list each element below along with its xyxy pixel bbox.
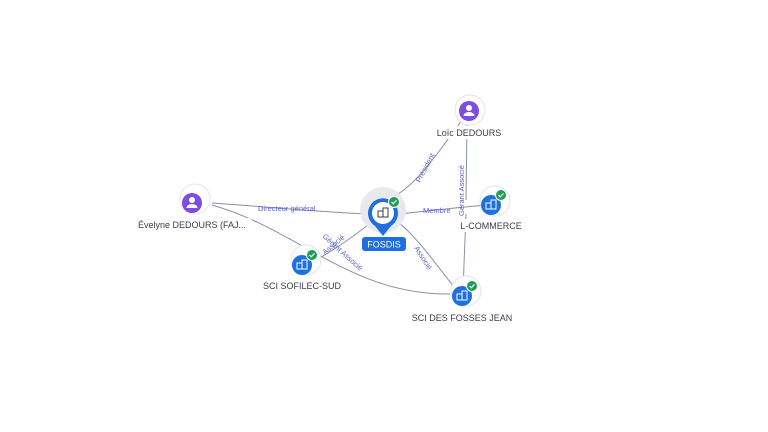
node-loic-dedours[interactable]: Loïc DEDOURS <box>432 94 506 139</box>
node-label: SCI SOFILEC-SUD <box>263 281 342 291</box>
verified-check-icon <box>466 280 478 292</box>
edge-label-president: Président <box>414 151 437 184</box>
node-label: L-COMMERCE <box>460 221 522 231</box>
node-label: Loïc DEDOURS <box>437 128 502 138</box>
verified-check-icon <box>306 249 318 261</box>
edge-evelyne-fosdis <box>211 202 369 215</box>
edge-label-associe-fosses: Associé <box>412 244 434 271</box>
center-label: FOSDIS <box>367 240 401 250</box>
edge-evelyne-fosses <box>211 204 451 295</box>
building-icon <box>377 207 389 218</box>
edge-fosdis-lcommerce <box>397 204 489 215</box>
node-label: SCI DES FOSSES JEAN <box>412 313 513 323</box>
node-label: Évelyne DEDOURS (FAJ... <box>138 220 246 230</box>
node-evelyne-dedours[interactable]: Évelyne DEDOURS (FAJ... <box>132 183 252 231</box>
node-sci-sofilec-sud[interactable]: SCI SOFILEC-SUD <box>256 244 348 292</box>
edge-label-directeur: Directeur général <box>258 204 316 213</box>
verified-check-icon <box>495 189 507 201</box>
node-l-commerce[interactable]: L-COMMERCE <box>455 185 527 232</box>
edge-label-gerant-associe-lcommerce: Gérant Associé <box>457 165 466 216</box>
node-sci-des-fosses-jean[interactable]: SCI DES FOSSES JEAN <box>404 275 520 324</box>
edge-label-membre: Membre <box>423 206 451 215</box>
verified-check-icon <box>388 196 400 208</box>
center-node-fosdis[interactable]: FOSDIS <box>360 187 406 251</box>
